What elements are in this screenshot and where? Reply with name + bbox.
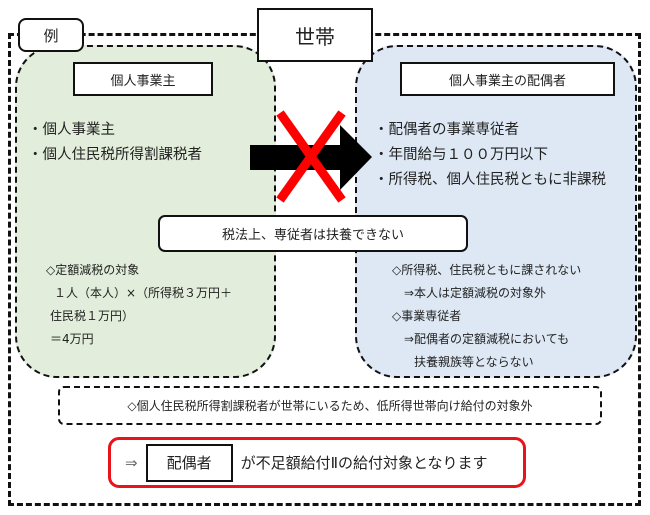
sole-proprietor-header: 個人事業主	[73, 62, 213, 96]
bullet-item: ・配偶者の事業専従者	[374, 122, 519, 138]
bullet-item: ・所得税、個人住民税ともに非課税	[374, 172, 606, 188]
sole-proprietor-notes: ◇定額減税の対象 １人（本人）×（所得税３万円＋ 住民税１万円） ＝4万円	[46, 259, 232, 351]
example-tab: 例	[18, 18, 84, 52]
note-line: ＝4万円	[50, 332, 94, 346]
footnote-box: ◇個人住民税所得割課税者が世帯にいるため、低所得世帯向け給付の対象外	[58, 386, 602, 425]
note-line: ⇒配偶者の定額減税においても	[404, 332, 570, 346]
spouse-bullets: ・配偶者の事業専従者 ・年間給与１００万円以下 ・所得税、個人住民税ともに非課税	[374, 118, 606, 193]
note-line: １人（本人）×（所得税３万円＋	[54, 286, 233, 300]
sole-proprietor-panel	[15, 45, 276, 378]
crossed-arrow	[250, 110, 372, 203]
sole-proprietor-bullets: ・個人事業主 ・個人住民税所得割課税者	[28, 118, 202, 168]
note-line: ◇定額減税の対象	[46, 263, 140, 277]
household-label: 世帯	[295, 24, 335, 49]
result-box: ⇒ 配偶者 が不足額給付Ⅱの給付対象となります	[108, 437, 526, 488]
bullet-item: ・個人事業主	[28, 122, 115, 138]
spouse-target: 配偶者	[145, 443, 233, 482]
bullet-item: ・個人住民税所得割課税者	[28, 147, 202, 163]
tax-law-banner: 税法上、専従者は扶養できない	[158, 215, 468, 252]
note-line: ◇所得税、住民税ともに課されない	[392, 263, 582, 277]
spouse-header: 個人事業主の配偶者	[400, 62, 615, 96]
note-line: ⇒本人は定額減税の対象外	[404, 286, 547, 300]
note-line: 扶養親族等とならない	[414, 355, 534, 369]
spouse-panel	[355, 45, 637, 378]
implies-arrow: ⇒	[125, 453, 138, 472]
household-title: 世帯	[257, 8, 373, 62]
note-line: 住民税１万円）	[50, 309, 135, 323]
result-text: が不足額給付Ⅱの給付対象となります	[240, 454, 488, 472]
cross-icon	[276, 110, 346, 203]
example-label: 例	[43, 26, 59, 45]
note-line: ◇事業専従者	[392, 309, 462, 323]
spouse-notes: ◇所得税、住民税ともに課されない ⇒本人は定額減税の対象外 ◇事業専従者 ⇒配偶…	[392, 259, 581, 374]
bullet-item: ・年間給与１００万円以下	[374, 147, 548, 163]
